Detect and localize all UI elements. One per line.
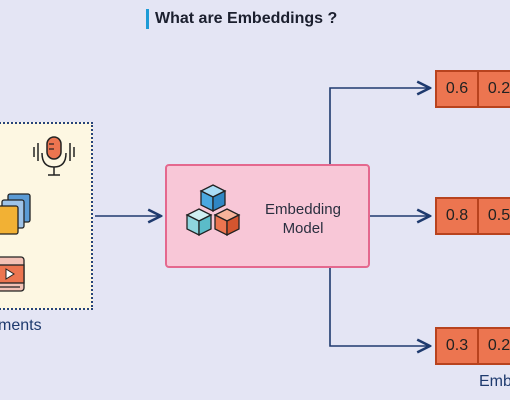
vector-cell: 0.2 xyxy=(477,70,510,108)
document-stack-icon xyxy=(0,193,31,235)
documents-label: ments xyxy=(0,317,42,334)
model-label-line2: Model xyxy=(282,220,324,237)
vector-row-1: 0.6 0.2 xyxy=(435,70,510,110)
model-label-line1: Embedding xyxy=(265,201,341,218)
arrow-model-to-vector-bottom xyxy=(329,268,430,346)
microphone-icon xyxy=(33,136,75,176)
documents-icons xyxy=(0,136,75,292)
page-title: What are Embeddings ? xyxy=(155,10,338,27)
embedding-model-label: Embedding Model xyxy=(248,200,358,238)
title-block: What are Embeddings ? xyxy=(146,8,337,30)
vector-cell: 0.3 xyxy=(435,327,479,365)
video-player-icon xyxy=(0,256,25,292)
vector-cell: 0.8 xyxy=(435,197,479,235)
title-accent-bar xyxy=(146,9,149,29)
vector-cell: 0.2 xyxy=(477,327,510,365)
arrow-model-to-vector-top xyxy=(329,88,430,164)
cubes-icon xyxy=(185,184,241,237)
embeddings-label: Emb xyxy=(479,373,510,390)
vector-row-2: 0.8 0.5 xyxy=(435,197,510,237)
vector-row-3: 0.3 0.2 xyxy=(435,327,510,367)
vector-cell: 0.6 xyxy=(435,70,479,108)
vector-cell: 0.5 xyxy=(477,197,510,235)
